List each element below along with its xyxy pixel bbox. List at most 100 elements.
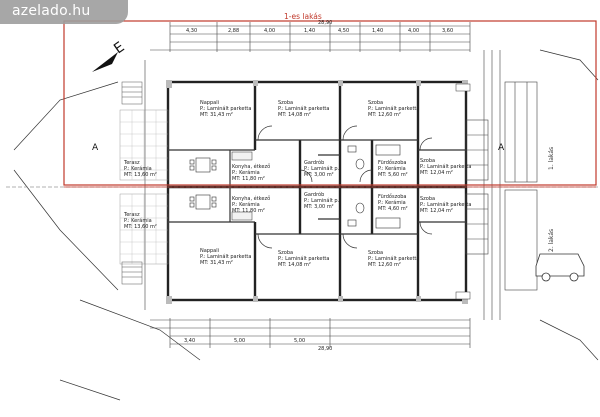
svg-text:E: E <box>111 39 127 57</box>
room-floor: P.: Laminált parketta <box>200 254 252 260</box>
bathroom-fixtures <box>347 144 401 229</box>
room-label: Szoba P.: Laminált parketta MT: 14,08 m² <box>278 100 329 118</box>
room-floor: P.: Kerámia <box>124 166 152 172</box>
dimension-label: 3,60 <box>442 28 454 34</box>
room-label: Szoba P.: Laminált parketta MT: 14,08 m² <box>278 250 329 268</box>
room-label: Nappali P.: Laminált parketta MT: 31,43 … <box>200 100 251 118</box>
room-name: Gardrób <box>304 160 325 166</box>
room-area: MT: 5,60 m² <box>378 172 408 178</box>
room-area: MT: 14,08 m² <box>278 262 311 268</box>
room-name: Gardrób <box>304 192 325 198</box>
dimension-lines <box>144 25 501 345</box>
terrace-grid <box>120 110 168 264</box>
room-floor: P.: Laminált p. <box>304 198 340 204</box>
dimension-label: 4,30 <box>186 28 198 34</box>
room-label: Fürdőszoba P.: Kerámia MT: 5,60 m² <box>378 160 408 178</box>
room-label: Fürdőszoba P.: Kerámia MT: 4,60 m² <box>378 194 408 212</box>
room-area: MT: 13,60 m² <box>124 172 157 178</box>
svg-text:A: A <box>92 143 99 153</box>
room-floor: P.: Laminált parketta <box>200 106 252 112</box>
interior-partitions <box>168 139 466 235</box>
room-label: Szoba P.: Laminált parketta MT: 12,04 m² <box>420 196 471 214</box>
room-name: Szoba <box>420 196 436 202</box>
room-area: MT: 3,00 m² <box>304 204 334 210</box>
dimension-label: 2,88 <box>228 28 240 34</box>
unit-highlight-label: 1-es lakás <box>284 12 322 21</box>
car-icon <box>535 253 585 282</box>
room-name: Terasz <box>124 160 140 166</box>
room-area: MT: 12,60 m² <box>368 262 401 268</box>
room-name: Szoba <box>368 100 384 106</box>
watermark-badge: azelado.hu <box>0 0 128 24</box>
room-floor: P.: Laminált parketta <box>368 256 420 262</box>
dimension-label: 5,00 <box>294 338 306 344</box>
dimension-label: 4,50 <box>338 28 350 34</box>
door-swings <box>257 125 433 249</box>
overall-dimension-label: 28,90 <box>318 20 333 26</box>
room-area: MT: 12,04 m² <box>420 208 453 214</box>
room-area: MT: 11,80 m² <box>232 208 265 214</box>
room-floor: P.: Laminált parketta <box>278 106 330 112</box>
dimension-label: 1,40 <box>304 28 316 34</box>
right-annex <box>465 119 489 255</box>
kitchen-counters <box>231 151 253 221</box>
dimension-label: 4,00 <box>408 28 420 34</box>
room-name: Nappali <box>200 248 219 254</box>
room-label: Gardrób P.: Laminált p. MT: 3,00 m² <box>304 192 339 210</box>
overall-dimension-label: 28,90 <box>318 346 333 352</box>
unit-1-side-label: 1. lakás <box>548 146 555 170</box>
building-walls <box>166 80 468 302</box>
dimension-label: 1,40 <box>372 28 384 34</box>
room-area: MT: 14,08 m² <box>278 112 311 118</box>
room-label: Terasz P.: Kerámia MT: 13,60 m² <box>124 160 157 178</box>
room-name: Szoba <box>278 100 294 106</box>
room-name: Szoba <box>278 250 294 256</box>
room-area: MT: 11,80 m² <box>232 176 265 182</box>
room-label: Konyha, étkező P.: Kerámia MT: 11,80 m² <box>232 196 270 214</box>
room-area: MT: 31,43 m² <box>200 112 233 118</box>
dining-tables <box>189 157 217 210</box>
unit-highlight-frame <box>63 20 597 186</box>
parking-area <box>504 81 538 291</box>
dimension-ticks <box>169 22 471 348</box>
room-label: Szoba P.: Laminált parketta MT: 12,60 m² <box>368 250 419 268</box>
room-label: Konyha, étkező P.: Kerámia MT: 11,80 m² <box>232 164 270 182</box>
room-floor: P.: Laminált p. <box>304 166 340 172</box>
room-label: Gardrób P.: Laminált p. MT: 3,00 m² <box>304 160 339 178</box>
room-area: MT: 12,60 m² <box>368 112 401 118</box>
section-markers: A A <box>92 83 505 300</box>
room-floor: P.: Laminált parketta <box>420 164 472 170</box>
room-name: Terasz <box>124 212 140 218</box>
room-floor: P.: Kerámia <box>232 202 260 208</box>
room-area: MT: 13,60 m² <box>124 224 157 230</box>
room-name: Szoba <box>368 250 384 256</box>
room-floor: P.: Laminált parketta <box>420 202 472 208</box>
room-name: Nappali <box>200 100 219 106</box>
room-floor: P.: Laminált parketta <box>278 256 330 262</box>
dimension-label: 5,00 <box>234 338 246 344</box>
room-label: Szoba P.: Laminált parketta MT: 12,60 m² <box>368 100 419 118</box>
room-area: MT: 12,04 m² <box>420 170 453 176</box>
dimension-label: 4,00 <box>264 28 276 34</box>
entry-stairs <box>121 81 143 285</box>
watermark-text: azelado.hu <box>12 3 91 19</box>
room-name: Konyha, étkező <box>232 164 271 170</box>
unit-2-side-label: 2. lakás <box>548 228 555 252</box>
room-label: Terasz P.: Kerámia MT: 13,60 m² <box>124 212 157 230</box>
room-area: MT: 31,43 m² <box>200 260 233 266</box>
room-floor: P.: Laminált parketta <box>368 106 420 112</box>
room-area: MT: 3,00 m² <box>304 172 334 178</box>
room-floor: P.: Kerámia <box>378 200 406 206</box>
room-label: Szoba P.: Laminált parketta MT: 12,04 m² <box>420 158 471 176</box>
north-arrow-icon: E <box>92 39 128 72</box>
dimension-label: 3,40 <box>184 338 196 344</box>
room-floor: P.: Kerámia <box>124 218 152 224</box>
room-name: Fürdőszoba <box>378 194 407 200</box>
room-area: MT: 4,60 m² <box>378 206 408 212</box>
room-label: Nappali P.: Laminált parketta MT: 31,43 … <box>200 248 251 266</box>
room-name: Fürdőszoba <box>378 160 407 166</box>
room-floor: P.: Kerámia <box>378 166 406 172</box>
room-name: Szoba <box>420 158 436 164</box>
